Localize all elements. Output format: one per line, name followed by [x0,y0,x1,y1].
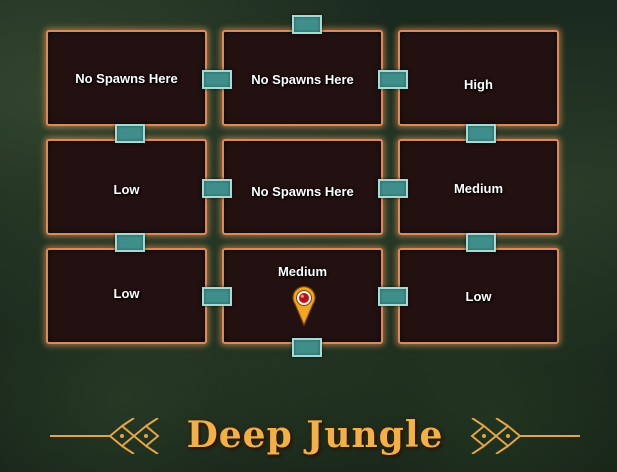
left-ornament-icon [50,418,160,454]
room-label: Low [113,286,140,301]
door-right-row1-row2[interactable] [466,124,496,143]
room-label: No Spawns Here [251,184,354,199]
map-pin-icon [292,286,316,326]
room-label: No Spawns Here [251,72,354,87]
door-row3-center-right[interactable] [378,287,408,306]
room-middle-left[interactable]: Low [46,139,207,235]
room-label: High [464,77,493,92]
room-label: Low [113,182,140,197]
room-label: Low [465,289,492,304]
room-label: Medium [453,181,504,196]
room-label: No Spawns Here [75,71,178,86]
room-top-center[interactable]: No Spawns Here [222,30,383,126]
door-row3-left-center[interactable] [202,287,232,306]
room-top-right[interactable]: High [398,30,559,126]
door-right-row2-row3[interactable] [466,233,496,252]
room-middle-center[interactable]: No Spawns Here [222,139,383,235]
room-bottom-center[interactable]: Medium [222,248,383,344]
room-bottom-left[interactable]: Low [46,248,207,344]
door-bottom-center-south[interactable] [292,338,322,357]
door-left-row2-row3[interactable] [115,233,145,252]
door-top-center-north[interactable] [292,15,322,34]
door-row1-center-right[interactable] [378,70,408,89]
door-row1-left-center[interactable] [202,70,232,89]
room-top-left[interactable]: No Spawns Here [46,30,207,126]
right-ornament-icon [470,418,580,454]
room-bottom-right[interactable]: Low [398,248,559,344]
door-left-row1-row2[interactable] [115,124,145,143]
door-row2-center-right[interactable] [378,179,408,198]
map-title: Deep Jungle [186,414,444,456]
door-row2-left-center[interactable] [202,179,232,198]
room-middle-right[interactable]: Medium [398,139,559,235]
map-title-banner: Deep Jungle [50,408,580,464]
room-label: Medium [277,264,328,279]
